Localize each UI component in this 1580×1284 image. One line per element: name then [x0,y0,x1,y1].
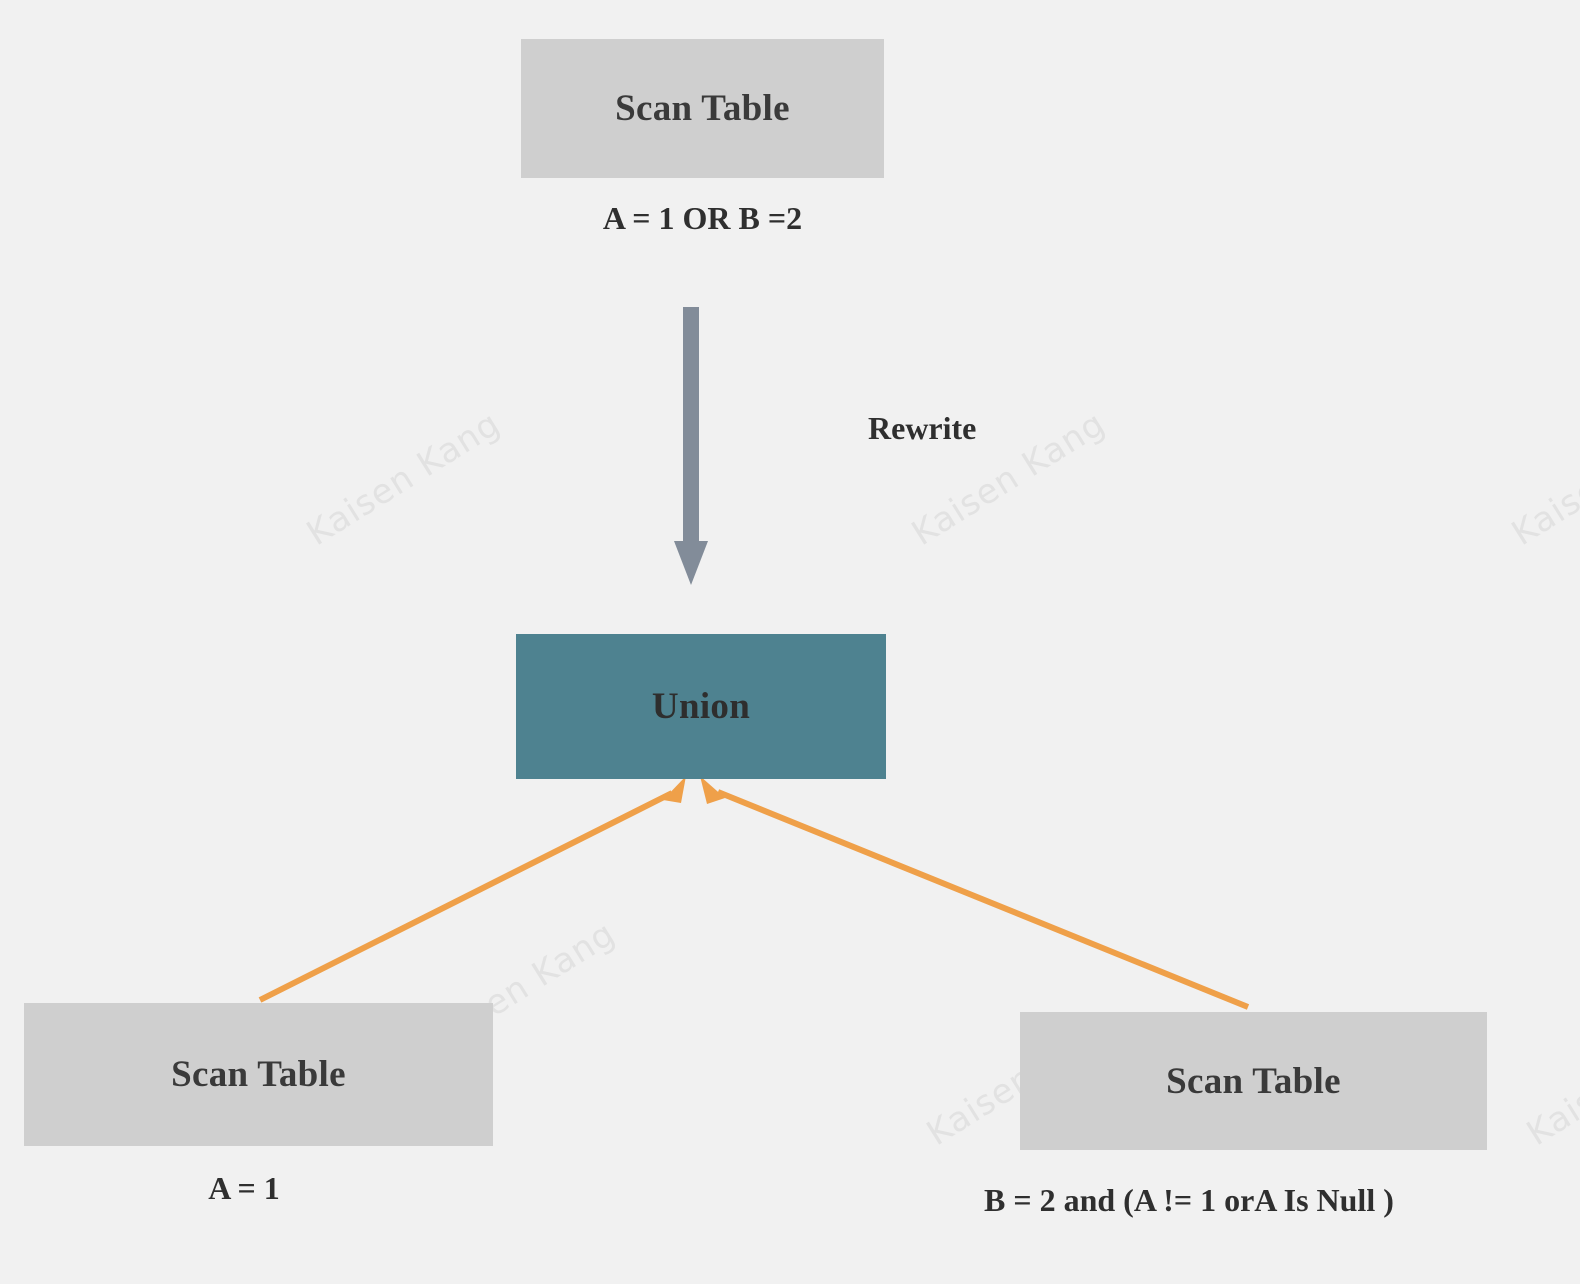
node-top-scan-table[interactable]: Scan Table [521,39,884,178]
label-rewrite: Rewrite [868,410,977,446]
node-left-scan-table[interactable]: Scan Table [24,1003,493,1146]
rewrite-arrow [674,307,708,585]
node-label: Scan Table [1166,1060,1341,1102]
node-label: Union [651,686,751,727]
left-to-union-arrow [258,776,686,1003]
right-to-union-arrow [700,776,1250,1010]
caption-left-scan-predicate: A = 1 [208,1170,280,1206]
caption-right-scan-predicate: B = 2 and (A != 1 orA Is Null ) [984,1182,1394,1218]
node-right-scan-table[interactable]: Scan Table [1020,1012,1487,1150]
node-union[interactable]: Union [516,634,886,779]
caption-top-scan-predicate: A = 1 OR B =2 [602,200,803,236]
node-label: Scan Table [615,88,790,129]
node-label: Scan Table [171,1054,346,1095]
